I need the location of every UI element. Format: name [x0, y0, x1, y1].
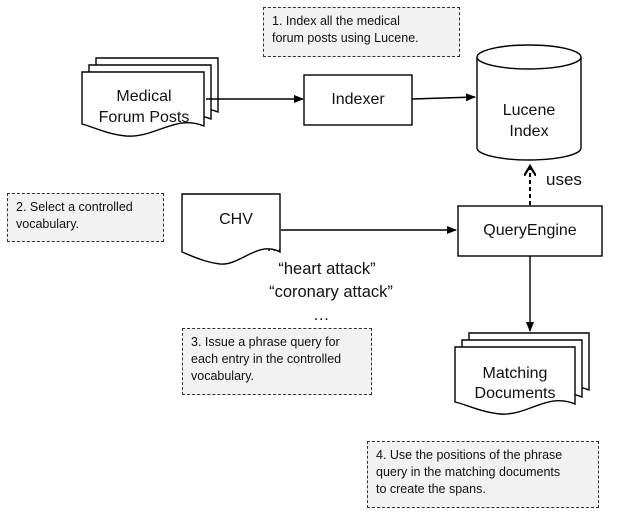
query-engine-label: QueryEngine — [483, 222, 577, 239]
vocabulary-entry-coronary-attack: “coronary attack” — [269, 283, 393, 301]
matching-documents-stack — [454, 332, 590, 415]
indexer-label: Indexer — [331, 91, 385, 108]
arrow-indexer-to-index — [411, 93, 476, 102]
vocabulary-entry-ellipsis-top: … — [266, 237, 283, 255]
lucene-index-cylinder — [476, 44, 582, 161]
note-step-1: 1. Index all the medical forum posts usi… — [263, 7, 460, 57]
forum-posts-label: Medical Forum Posts — [98, 88, 190, 126]
note-step-4: 4. Use the positions of the phrase query… — [367, 441, 599, 508]
vocabulary-entry-ellipsis-bottom: … — [313, 306, 330, 324]
lucene-index-label: Lucene Index — [502, 102, 556, 140]
matching-documents-label: Matching Documents — [474, 365, 556, 402]
query-engine-box — [457, 205, 603, 257]
indexer-box — [303, 74, 413, 126]
forum-posts-document-stack — [81, 57, 219, 137]
note-step-2: 2. Select a controlled vocabulary. — [7, 193, 164, 242]
chv-document — [181, 193, 281, 265]
uses-label: uses — [546, 170, 582, 189]
vocabulary-entry-heart-attack: “heart attack” — [278, 260, 376, 278]
note-step-3: 3. Issue a phrase query for each entry i… — [182, 328, 372, 395]
chv-label: CHV — [219, 211, 253, 228]
